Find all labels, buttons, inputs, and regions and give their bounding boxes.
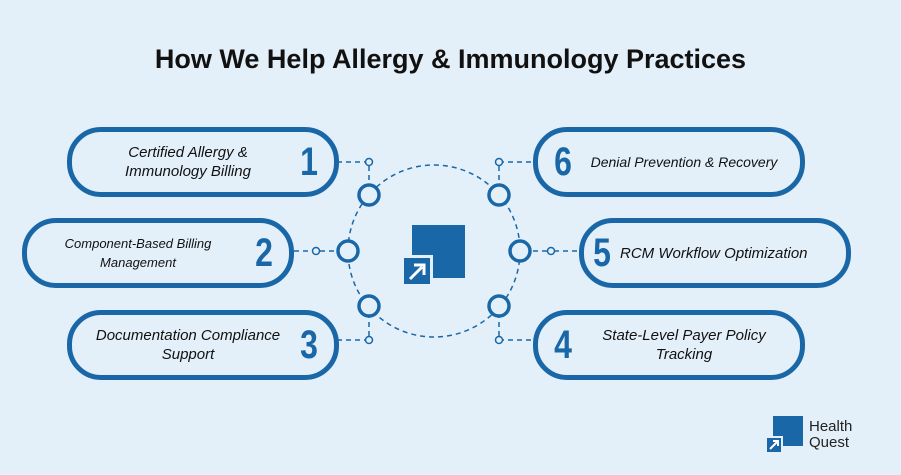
healthquest-logo-icon bbox=[765, 416, 803, 454]
node-3 bbox=[357, 294, 381, 318]
item-number: 1 bbox=[300, 139, 318, 184]
center-logo-icon bbox=[401, 225, 465, 287]
connector-3 bbox=[337, 317, 370, 341]
item-label: Denial Prevention & Recovery bbox=[590, 153, 778, 170]
item-label: Certified Allergy & Immunology Billing bbox=[125, 144, 251, 180]
item-label: Documentation Compliance Support bbox=[95, 327, 281, 363]
node-2 bbox=[336, 239, 360, 263]
item-label: RCM Workflow Optimization bbox=[620, 244, 808, 262]
service-item-2: Component-Based Billing Management 2 bbox=[22, 218, 294, 288]
item-label: State-Level Payer Policy Tracking bbox=[602, 327, 766, 363]
item-number: 3 bbox=[300, 322, 318, 367]
brand-line1: Health bbox=[809, 418, 853, 435]
item-number: 6 bbox=[554, 139, 572, 184]
node-1 bbox=[357, 183, 381, 207]
node-6 bbox=[487, 183, 511, 207]
item-number: 5 bbox=[593, 230, 611, 275]
item-label: Component-Based Billing Management bbox=[64, 236, 212, 270]
service-item-4: 4 State-Level Payer Policy Tracking bbox=[533, 310, 805, 380]
connector-1 bbox=[337, 161, 370, 184]
node-4 bbox=[487, 294, 511, 318]
service-item-6: 6 Denial Prevention & Recovery bbox=[533, 127, 805, 197]
connector-4 bbox=[498, 317, 531, 341]
service-item-3: Documentation Compliance Support 3 bbox=[67, 310, 339, 380]
node-5 bbox=[508, 239, 532, 263]
service-item-5: 5 RCM Workflow Optimization bbox=[579, 218, 851, 288]
page-title: How We Help Allergy & Immunology Practic… bbox=[154, 44, 747, 74]
service-item-1: Certified Allergy & Immunology Billing 1 bbox=[67, 127, 339, 197]
item-number: 2 bbox=[255, 230, 273, 275]
connector-6 bbox=[498, 161, 531, 184]
item-number: 4 bbox=[554, 322, 572, 367]
brand-line2: Quest bbox=[809, 434, 850, 451]
